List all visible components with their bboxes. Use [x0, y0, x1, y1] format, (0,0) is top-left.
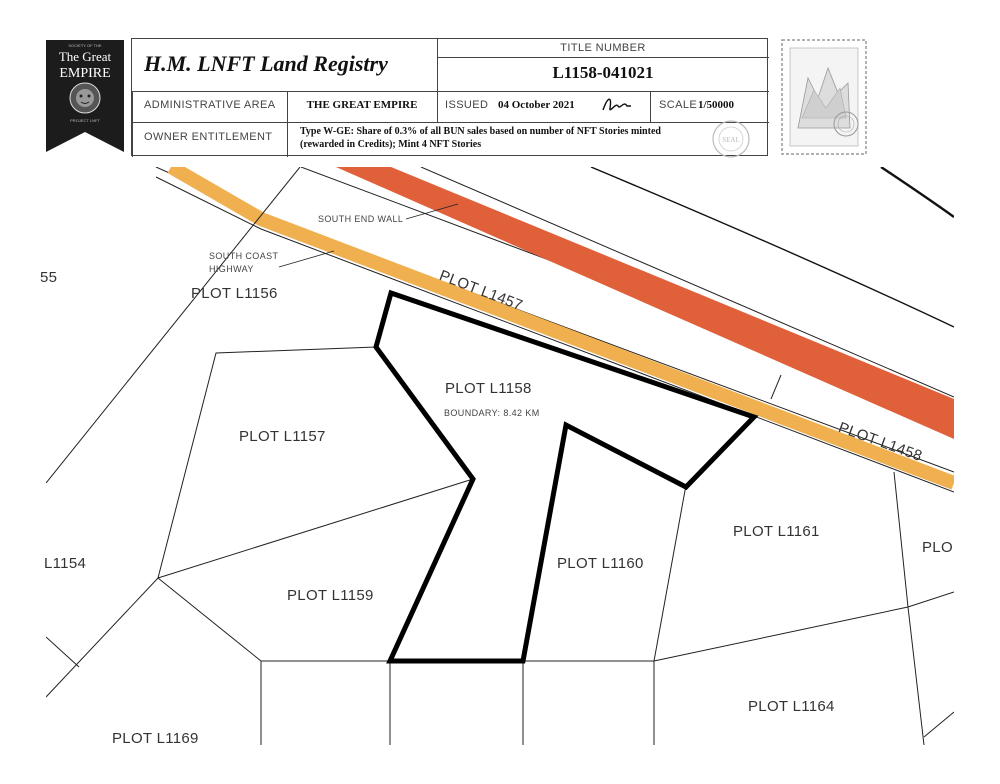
plot-partial-right-label: PLO: [922, 539, 953, 556]
banner-bottom-text: PROJECT LNFT: [70, 118, 100, 123]
signature-mark: [600, 94, 634, 116]
title-header: H.M. LNFT Land Registry TITLE NUMBER L11…: [131, 38, 769, 159]
owner-entitlement-text: Type W-GE: Share of 0.3% of all BUN sale…: [300, 125, 740, 151]
registry-title: H.M. LNFT Land Registry: [144, 51, 388, 76]
postage-stamp-icon: [780, 38, 868, 156]
banner-top-text: SOCIETY OF THE: [68, 43, 102, 48]
banner-line2: EMPIRE: [59, 66, 110, 81]
south-end-wall-label: SOUTH END WALL: [318, 214, 404, 224]
title-plan-map: SOUTH END WALL SOUTH COAST HIGHWAY PLOT …: [40, 167, 954, 747]
plot-l1158-outline[interactable]: [373, 289, 759, 664]
title-number: L1158-041021: [552, 63, 654, 82]
plot-l1164-label: PLOT L1164: [748, 698, 835, 715]
plot-l1156-label: PLOT L1156: [191, 285, 278, 302]
banner-line1: The Great: [59, 49, 112, 64]
scale-value: 1/50000: [698, 99, 735, 111]
plot-l1160-label: PLOT L1160: [557, 555, 644, 572]
scale-label: SCALE: [659, 99, 698, 111]
owner-entitlement-line1: Type W-GE: Share of 0.3% of all BUN sale…: [300, 126, 661, 137]
coast-curve-line: [590, 167, 954, 328]
plot-l1158-boundary: BOUNDARY: 8.42 KM: [444, 408, 540, 418]
south-coast-highway-label: SOUTH COAST HIGHWAY: [209, 250, 278, 276]
plot-l1159-label: PLOT L1159: [287, 587, 374, 604]
plot-l1161-label: PLOT L1161: [733, 523, 820, 540]
plot-boundaries: [46, 167, 954, 745]
owner-entitlement-line2: (rewarded in Credits); Mint 4 NFT Storie…: [300, 139, 482, 150]
issued-label: ISSUED: [445, 99, 489, 111]
south-end-wall: [336, 167, 954, 439]
map-svg: [46, 167, 954, 745]
south-coast-highway-label-line2: HIGHWAY: [209, 264, 254, 274]
highway-north-edge: [155, 167, 954, 473]
title-number-label: TITLE NUMBER: [560, 42, 646, 54]
admin-area-value: THE GREAT EMPIRE: [306, 99, 418, 111]
south-coast-highway: [167, 167, 954, 490]
outer-road-edge: [420, 167, 954, 398]
coast-curve-line-2: [880, 167, 954, 218]
issued-date: 04 October 2021: [498, 99, 575, 111]
svg-text:SEAL: SEAL: [722, 136, 740, 144]
south-coast-highway-label-line1: SOUTH COAST: [209, 251, 279, 261]
plot-partial-left-label: 55: [40, 269, 58, 286]
owner-entitlement-label: OWNER ENTITLEMENT: [144, 131, 273, 143]
lion-crest-icon: [69, 82, 101, 114]
seal-stamp-icon: SEAL: [707, 119, 755, 159]
plot-l1158-label: PLOT L1158: [445, 380, 532, 397]
wall-leader-line: [405, 203, 459, 220]
plot-l1157-label: PLOT L1157: [239, 428, 326, 445]
highway-leader-line: [278, 250, 335, 268]
plot-divider: [770, 374, 782, 400]
empire-banner-logo: SOCIETY OF THE The Great EMPIRE PROJECT …: [46, 40, 124, 152]
plot-l1154-label: L1154: [44, 555, 87, 572]
admin-area-label: ADMINISTRATIVE AREA: [144, 99, 276, 111]
plot-l1169-label: PLOT L1169: [112, 730, 199, 747]
